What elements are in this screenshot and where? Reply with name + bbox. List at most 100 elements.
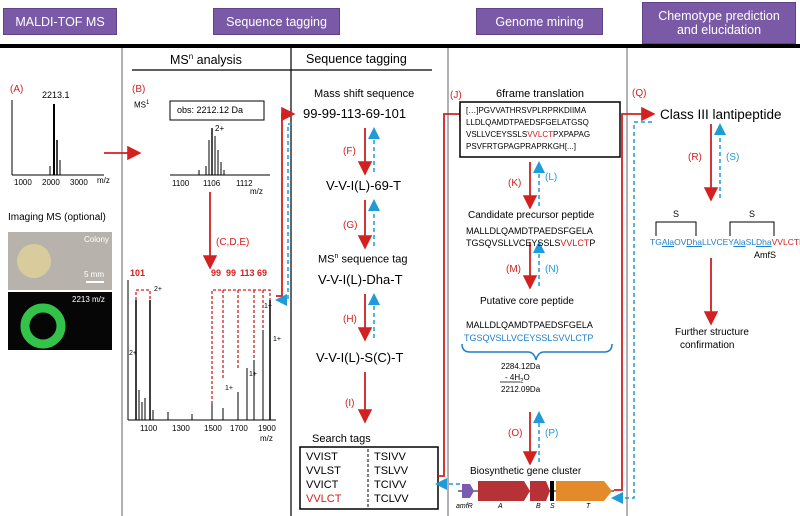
label-H: (H): [343, 314, 357, 325]
label-CDE: (C,D,E): [216, 237, 250, 248]
gap-69: 69: [257, 268, 268, 278]
ms1-tick-1100: 1100: [172, 179, 190, 188]
gene-cluster: [458, 481, 614, 501]
bridge-S-1: S: [673, 209, 680, 219]
label-L: (L): [545, 172, 558, 183]
tag-left-1: VVIST: [306, 451, 338, 463]
frame-line-4: PSVFRTGPAGPRAPRKGH[...]: [466, 142, 576, 151]
msn-charge-1: 2+: [154, 286, 162, 293]
mass-line-1: 2284.12Da: [501, 362, 541, 371]
label-M: (M): [506, 264, 521, 275]
frame-title: 6frame translation: [496, 88, 585, 100]
obs-box: [169, 100, 265, 121]
gene-A: A: [498, 503, 503, 510]
scale-label: 5 mm: [84, 270, 104, 279]
tag-left-4: VVLCT: [306, 493, 342, 505]
obs-value: obs: 2212.12 Da: [177, 105, 244, 115]
msn-tag-title: MSn sequence tag: [318, 253, 408, 266]
maldi-tick-1000: 1000: [14, 178, 32, 187]
frame-line-1: […]PGVVATHRSVPLRPRKDIIMA: [466, 106, 587, 115]
ms1-tick-1106: 1106: [203, 179, 221, 188]
msn-tick-1300: 1300: [172, 424, 190, 433]
imaging-title: Imaging MS (optional): [8, 212, 106, 223]
top-rule: [0, 44, 800, 48]
header-chemotype-line1: Chemotype prediction: [658, 9, 780, 23]
msn-charge-4: 1+: [249, 371, 257, 378]
maldi-peak-label: 2213.1: [42, 90, 70, 100]
seq-step-1: V-V-I(L)-69-T: [326, 178, 402, 193]
gene-S: S: [550, 503, 555, 510]
further-line-1: Further structure: [675, 327, 749, 338]
msn-charge-2: 2+: [129, 350, 137, 357]
msn-tick-1900: 1900: [258, 424, 276, 433]
gene-amfR: amfR: [456, 503, 473, 510]
header-chemotype: Chemotype prediction and elucidation: [642, 2, 796, 44]
precursor-line-1: MALLDLQAMDTPAEDSFGELA: [466, 226, 593, 236]
header-genome-mining: Genome mining: [476, 8, 603, 35]
label-R: (R): [688, 152, 702, 163]
label-J: (J): [450, 90, 462, 101]
maldi-spectrum: [11, 100, 104, 176]
ion-ring: [20, 303, 66, 349]
msn-charge-6: 1+: [273, 336, 281, 343]
label-I: (I): [345, 398, 355, 409]
msn-charge-5: 1+: [264, 303, 272, 310]
precursor-title: Candidate precursor peptide: [468, 210, 595, 221]
gene-T: T: [586, 503, 591, 510]
header-maldi: MALDI-TOF MS: [3, 8, 117, 35]
colony-blob: [17, 244, 51, 278]
header-sequence-tagging: Sequence tagging: [213, 8, 340, 35]
label-P: (P): [545, 428, 559, 439]
colony-label: Colony: [84, 235, 109, 244]
tag-right-2: TSLVV: [374, 465, 409, 477]
cluster-title: Biosynthetic gene cluster: [470, 466, 582, 477]
label-K: (K): [508, 178, 522, 189]
tag-left-2: VVLST: [306, 465, 341, 477]
ms1-label: MS1: [134, 100, 150, 110]
gap-99b: 99: [226, 268, 237, 278]
label-O: (O): [508, 428, 523, 439]
peptide-sequence: TGAlaOVDhaLLVCEYAlaSLDhaVVLCTP: [650, 237, 800, 247]
msn-tick-1100: 1100: [140, 424, 158, 433]
gap-markers: [135, 289, 271, 404]
label-G: (G): [343, 220, 358, 231]
tag-right-4: TCLVV: [374, 493, 409, 505]
label-A: (A): [10, 84, 24, 95]
core-line-2: TGSQVSLLVCEYSSLSVVLCTP: [464, 333, 594, 343]
maldi-tick-3000: 3000: [70, 178, 88, 187]
tag-right-1: TSIVV: [374, 451, 406, 463]
msn-tick-1500: 1500: [204, 424, 222, 433]
gap-113: 113: [240, 268, 255, 278]
precursor-line-2: TGSQVSLLVCEYSSLSVVLCTP: [466, 238, 596, 248]
core-title: Putative core peptide: [480, 296, 574, 307]
msn-unit: m/z: [260, 434, 273, 443]
ms1-tick-1112: 1112: [236, 179, 253, 188]
ms1-spectrum: [170, 128, 270, 176]
maldi-tick-2000: 2000: [42, 178, 60, 187]
seq-step-2: V-V-I(L)-Dha-T: [318, 272, 403, 287]
msn-spectrum: [127, 280, 276, 421]
core-line-1: MALLDLQAMDTPAEDSFGELA: [466, 320, 593, 330]
mass-line-3: 2212.09Da: [501, 385, 541, 394]
msn-charge-3: 1+: [225, 385, 233, 392]
class-label: Class III lantipeptide: [660, 107, 782, 122]
header-chemotype-line2: and elucidation: [676, 23, 762, 37]
ion-label: 2213 m/z: [72, 295, 105, 304]
amfs-label: AmfS: [754, 250, 777, 260]
maldi-unit: m/z: [97, 176, 110, 185]
mass-line-2: - 4H2O: [505, 373, 530, 385]
frame-line-2: LLDLQAMDTPAEDSFGELATGSQ: [466, 118, 589, 127]
label-F: (F): [343, 146, 356, 157]
sequence-tagging-subheader: Sequence tagging: [306, 52, 407, 66]
msn-tick-1700: 1700: [230, 424, 248, 433]
tag-right-3: TCIVV: [374, 479, 407, 491]
search-tags-title: Search tags: [312, 433, 371, 445]
tag-left-3: VVICT: [306, 479, 339, 491]
ms1-unit: m/z: [250, 187, 263, 196]
label-B: (B): [132, 84, 146, 95]
frame-line-3: VSLLVCEYSSLSVVLCTPXPAPAG: [466, 130, 591, 139]
label-Q: (Q): [632, 88, 647, 99]
gap-101: 101: [130, 268, 146, 278]
further-line-2: confirmation: [680, 340, 735, 351]
